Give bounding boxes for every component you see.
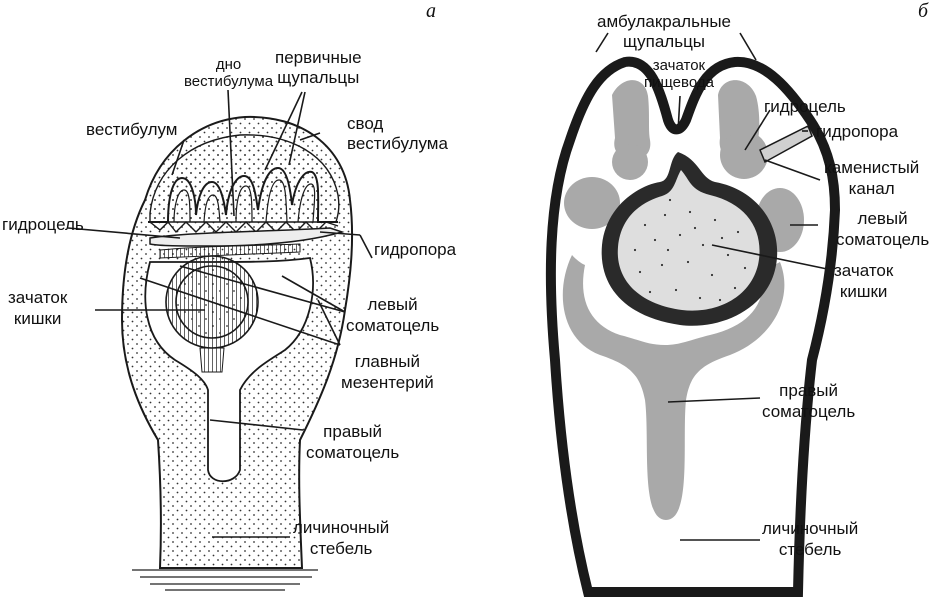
label-vestibulum: вестибулум — [86, 121, 177, 138]
label-hydropore-b: гидропора — [816, 123, 898, 140]
label-oesophagus-rudiment: зачаток пищевода — [644, 57, 714, 91]
panel-letter-a: а — [426, 0, 436, 23]
label-right-somatocoel-a: правый соматоцель — [306, 421, 399, 463]
label-right-somatocoel-b: правый соматоцель — [762, 380, 855, 422]
label-vestibulum-roof: свод вестибулума — [347, 114, 448, 154]
panel-a-drawing — [68, 90, 372, 590]
panel-letter-b: б — [918, 0, 928, 23]
label-main-mesentery: главный мезентерий — [341, 351, 434, 393]
label-vestibulum-floor: дно вестибулума — [184, 56, 273, 90]
label-hydrocoel-a: гидроцель — [2, 216, 84, 233]
label-larval-stalk-b: личиночный стебель — [762, 518, 858, 560]
ground-lines — [132, 570, 318, 590]
label-ambulacral-tentacles: амбулакральные щупальцы — [597, 12, 731, 52]
panel-b-drawing — [551, 33, 835, 592]
label-gut-rudiment-b: зачаток кишки — [834, 260, 893, 302]
label-gut-rudiment-a: зачаток кишки — [8, 287, 67, 329]
label-hydropore-a: гидропора — [374, 241, 456, 258]
label-stone-canal: каменистый канал — [824, 157, 919, 199]
label-left-somatocoel-b: левый соматоцель — [836, 208, 929, 250]
label-larval-stalk-a: личиночный стебель — [293, 517, 389, 559]
label-primary-tentacles: первичные щупальцы — [275, 48, 362, 88]
label-left-somatocoel-a: левый соматоцель — [346, 294, 439, 336]
label-hydrocoel-b: гидроцель — [764, 98, 846, 115]
